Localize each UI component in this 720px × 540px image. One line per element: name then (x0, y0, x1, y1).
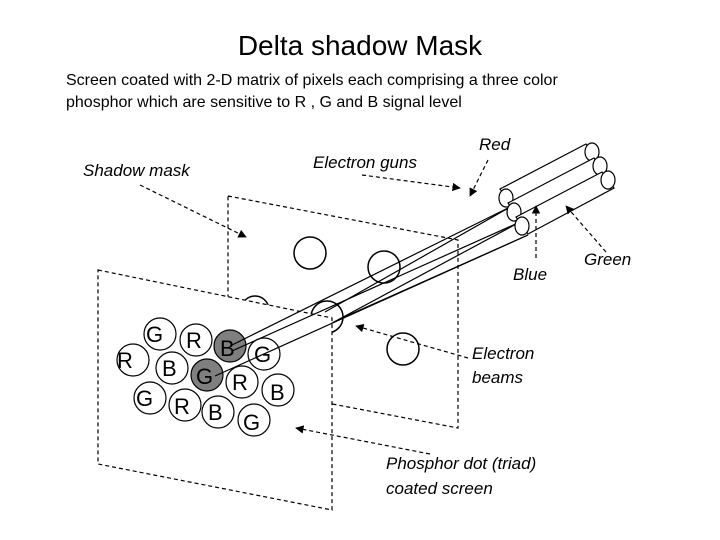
mask-hole (386, 332, 420, 366)
triad-letter: R (186, 328, 202, 353)
label-shadow-mask: Shadow mask (83, 161, 191, 180)
phosphor-dot-highlighted (190, 358, 224, 392)
label-blue: Blue (513, 265, 547, 284)
phosphor-dots (116, 317, 295, 437)
phosphor-dot (201, 395, 235, 429)
arrow-phosphor-screen (295, 425, 431, 455)
label-phosphor-line-2: coated screen (386, 479, 493, 498)
triad-letter: G (243, 410, 260, 435)
shadow-mask-plane (227, 195, 459, 429)
triad-letter: B (220, 336, 235, 361)
phosphor-dot (155, 351, 189, 385)
phosphor-dot (261, 373, 295, 407)
arrow-red (469, 159, 489, 197)
label-green: Green (584, 250, 631, 269)
pointer-arrows (139, 159, 607, 455)
phosphor-dot (143, 317, 177, 351)
triad-letter: R (174, 394, 190, 419)
page-title: Delta shadow Mask (237, 30, 483, 61)
triad-letter: G (196, 364, 213, 389)
label-electron-guns: Electron guns (313, 153, 417, 172)
subtitle-line-2: phosphor which are sensitive to R , G an… (66, 94, 462, 111)
mask-hole (293, 236, 327, 270)
triad-letter: G (146, 322, 163, 347)
arrow-electron-beams (355, 324, 469, 359)
phosphor-dot (133, 381, 167, 415)
arrow-electron-guns (361, 174, 461, 192)
label-electron-beams-line-2: beams (472, 368, 524, 387)
electron-guns (498, 142, 616, 236)
subtitle: Screen coated with 2-D matrix of pixels … (66, 70, 706, 114)
triad-letter: B (270, 380, 285, 405)
label-electron-beams-line-1: Electron (472, 344, 534, 363)
phosphor-screen-plane (97, 269, 333, 511)
phosphor-dot (179, 323, 213, 357)
triad-letter: R (117, 348, 133, 373)
phosphor-dot (168, 388, 202, 422)
subtitle-line-1: Screen coated with 2-D matrix of pixels … (66, 72, 558, 89)
phosphor-dot (116, 343, 150, 377)
label-phosphor-line-1: Phosphor dot (triad) (386, 454, 536, 473)
triad-letter: B (208, 400, 223, 425)
arrow-shadow-mask (139, 184, 247, 238)
triad-letter: G (136, 386, 153, 411)
triad-letter: B (162, 356, 177, 381)
phosphor-dot (237, 403, 271, 437)
electron-beams (214, 205, 529, 377)
phosphor-dot (225, 365, 259, 399)
arrow-green (565, 205, 607, 253)
label-red: Red (479, 135, 511, 154)
electron-gun-blue (514, 170, 616, 236)
triad-letter: R (232, 370, 248, 395)
phosphor-dot-highlighted (213, 329, 247, 363)
